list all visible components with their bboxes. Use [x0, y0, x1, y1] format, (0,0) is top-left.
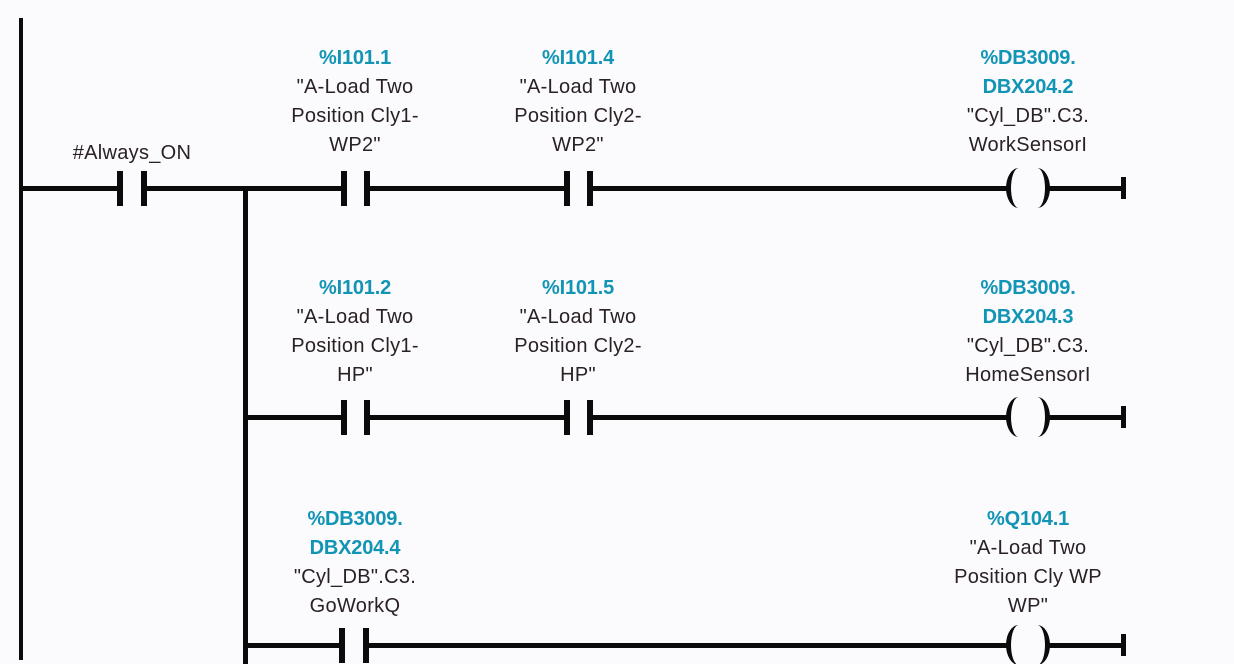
coil-paren-icon: [1006, 397, 1020, 437]
operand-address: DBX204.4: [309, 537, 401, 559]
coil-paren-icon: [1036, 168, 1050, 208]
operand-address: %DB3009.: [307, 508, 403, 530]
operand-name: "A-Load Two: [969, 537, 1087, 559]
coil-paren-icon: [1036, 397, 1050, 437]
operand-label-db3009-204-2[interactable]: %DB3009. DBX204.2 "Cyl_DB".C3. WorkSenso…: [918, 44, 1138, 160]
operand-name: Position Cly1-: [291, 335, 419, 357]
operand-name: Position Cly1-: [291, 105, 419, 127]
operand-address: %I101.2: [319, 277, 391, 299]
contact-symbol-i101-1[interactable]: [341, 171, 370, 206]
operand-label-db3009-204-3[interactable]: %DB3009. DBX204.3 "Cyl_DB".C3. HomeSenso…: [918, 274, 1138, 390]
contact-symbol-i101-4[interactable]: [564, 171, 593, 206]
contact-bar-icon: [364, 171, 370, 206]
operand-address: %I101.1: [319, 47, 391, 69]
contact-bar-icon: [587, 400, 593, 435]
contact-bar-icon: [363, 628, 369, 663]
rung2-wire: [368, 415, 566, 420]
operand-label-i101-2[interactable]: %I101.2 "A-Load Two Position Cly1- HP": [245, 274, 465, 390]
operand-address: DBX204.3: [982, 306, 1074, 328]
rung1-wire: [1048, 186, 1124, 191]
operand-label-i101-1[interactable]: %I101.1 "A-Load Two Position Cly1- WP2": [245, 44, 465, 160]
rung3-terminator: [1121, 634, 1126, 656]
contact-bar-icon: [141, 171, 147, 206]
operand-address: %DB3009.: [980, 277, 1076, 299]
coil-symbol-worksensor[interactable]: [1006, 168, 1050, 208]
operand-label-q104-1[interactable]: %Q104.1 "A-Load Two Position Cly WP WP": [918, 505, 1138, 621]
operand-name: WP": [1007, 595, 1049, 617]
operand-name: HP": [560, 364, 596, 386]
operand-address: %DB3009.: [980, 47, 1076, 69]
operand-label-i101-5[interactable]: %I101.5 "A-Load Two Position Cly2- HP": [468, 274, 688, 390]
contact-bar-icon: [564, 171, 570, 206]
operand-label-db3009-204-4[interactable]: %DB3009. DBX204.4 "Cyl_DB".C3. GoWorkQ: [245, 505, 465, 621]
operand-address: %Q104.1: [987, 508, 1069, 530]
contact-symbol-i101-2[interactable]: [341, 400, 370, 435]
contact-bar-icon: [341, 400, 347, 435]
rung2-terminator: [1121, 406, 1126, 428]
power-rail: [19, 18, 23, 660]
operand-name: WorkSensorI: [968, 134, 1088, 156]
coil-paren-icon: [1036, 625, 1050, 664]
rung1-wire: [368, 186, 566, 191]
rung3-wire: [367, 643, 1008, 648]
operand-name: WP2": [552, 134, 604, 156]
operand-name: #Always_ON: [72, 142, 192, 164]
rung1-wire: [21, 186, 119, 191]
operand-name: Position Cly2-: [514, 105, 642, 127]
coil-paren-icon: [1006, 625, 1020, 664]
rung2-wire: [246, 415, 343, 420]
operand-name: "Cyl_DB".C3.: [966, 335, 1090, 357]
rung1-wire: [591, 186, 1008, 191]
contact-bar-icon: [564, 400, 570, 435]
operand-name: "Cyl_DB".C3.: [966, 105, 1090, 127]
operand-label-i101-4[interactable]: %I101.4 "A-Load Two Position Cly2- WP2": [468, 44, 688, 160]
coil-symbol-homesensor[interactable]: [1006, 397, 1050, 437]
rung3-wire: [1048, 643, 1124, 648]
operand-name: "A-Load Two: [519, 306, 637, 328]
operand-name: HomeSensorI: [965, 364, 1091, 386]
contact-bar-icon: [339, 628, 345, 663]
contact-symbol-goworkq[interactable]: [339, 628, 369, 663]
operand-name: "Cyl_DB".C3.: [293, 566, 417, 588]
contact-bar-icon: [117, 171, 123, 206]
contact-symbol-i101-5[interactable]: [564, 400, 593, 435]
operand-name: "A-Load Two: [296, 306, 414, 328]
operand-address: DBX204.2: [982, 76, 1074, 98]
coil-symbol-q104-1[interactable]: [1006, 625, 1050, 664]
operand-name: HP": [337, 364, 373, 386]
operand-address: %I101.5: [542, 277, 614, 299]
coil-paren-icon: [1006, 168, 1020, 208]
rung2-wire: [1048, 415, 1124, 420]
rung1-wire: [145, 186, 343, 191]
branch-line: [243, 186, 248, 664]
operand-name: Position Cly2-: [514, 335, 642, 357]
always-on-operand-label[interactable]: #Always_ON: [22, 139, 242, 168]
operand-name: WP2": [329, 134, 381, 156]
operand-name: GoWorkQ: [309, 595, 401, 617]
always-on-contact-symbol[interactable]: [117, 171, 147, 206]
contact-bar-icon: [587, 171, 593, 206]
rung2-wire: [591, 415, 1008, 420]
contact-bar-icon: [341, 171, 347, 206]
rung1-terminator: [1121, 177, 1126, 199]
rung3-wire: [246, 643, 341, 648]
operand-name: "A-Load Two: [296, 76, 414, 98]
operand-name: Position Cly WP: [954, 566, 1102, 588]
contact-bar-icon: [364, 400, 370, 435]
operand-address: %I101.4: [542, 47, 614, 69]
operand-name: "A-Load Two: [519, 76, 637, 98]
